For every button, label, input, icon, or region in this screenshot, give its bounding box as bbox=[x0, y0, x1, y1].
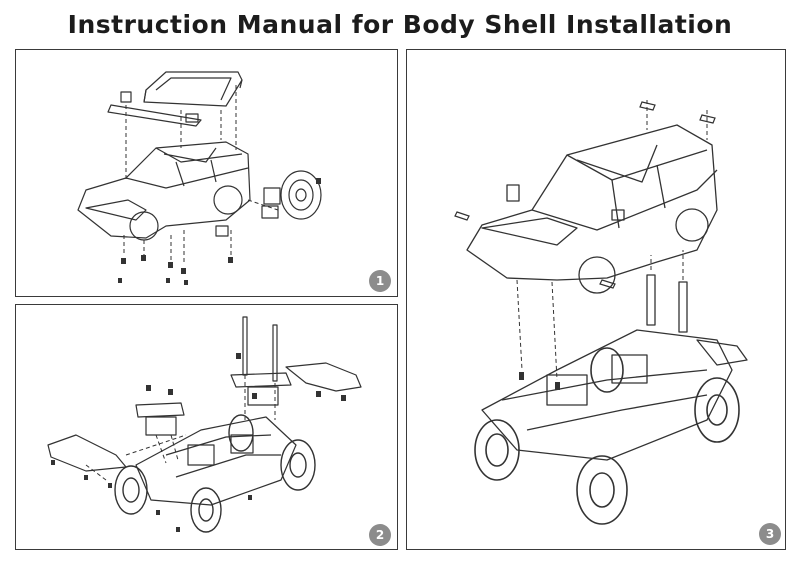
step-number-badge: 1 bbox=[369, 270, 391, 292]
chassis-mount-illustration bbox=[47, 316, 362, 533]
step-1-panel: 1 bbox=[15, 49, 398, 297]
step-number-badge: 3 bbox=[759, 523, 781, 545]
step-3-panel: 3 bbox=[406, 49, 786, 550]
manual-title: Instruction Manual for Body Shell Instal… bbox=[67, 10, 733, 39]
step-2-panel: 2 bbox=[15, 304, 398, 550]
step-number-badge: 2 bbox=[369, 524, 391, 546]
body-shell-exploded-illustration bbox=[77, 71, 322, 285]
final-assembly-illustration bbox=[454, 100, 748, 525]
